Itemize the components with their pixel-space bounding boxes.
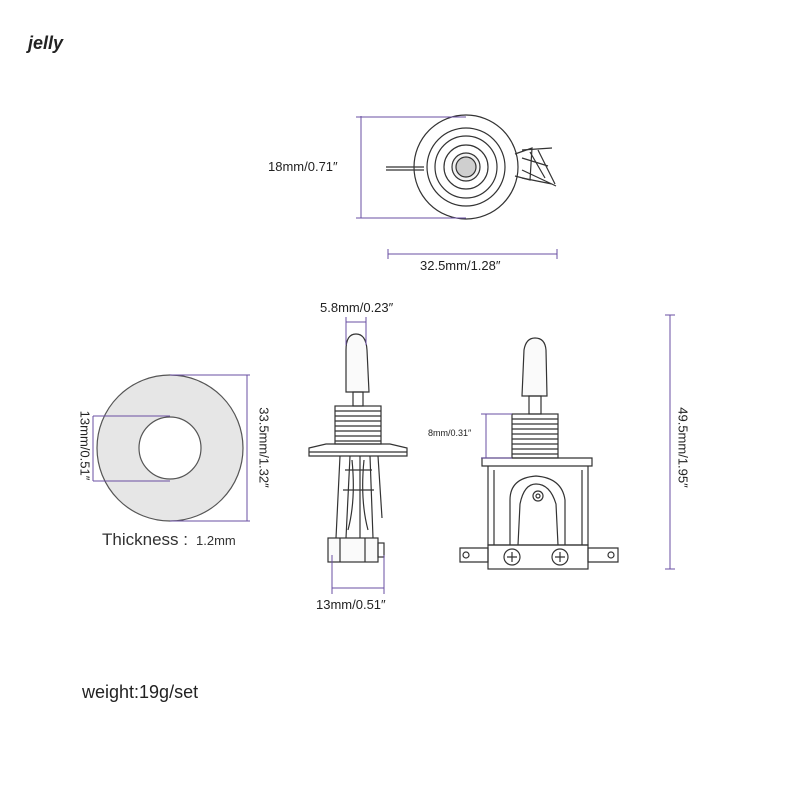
bushing-dimension <box>481 413 512 459</box>
weight-label: weight:19g/set <box>82 682 199 702</box>
ring-width-dimension <box>387 249 558 259</box>
total-height-dimension <box>665 314 675 570</box>
lever-width-dimension <box>345 317 367 345</box>
thickness-value: 1.2mm <box>196 533 236 548</box>
total-height-label: 49.5mm/1.95″ <box>675 407 691 488</box>
washer <box>96 374 244 522</box>
brand-logo-text: jelly <box>28 33 64 53</box>
bushing-label: 8mm/0.31″ <box>428 428 472 438</box>
ring-height-label: 18mm/0.71″ <box>268 159 338 174</box>
ring-width-label: 32.5mm/1.28″ <box>420 258 501 273</box>
lever-width-label: 5.8mm/0.23″ <box>320 300 394 315</box>
washer-outer-dimension <box>170 374 250 522</box>
side-view-switch <box>308 333 408 563</box>
tip-length-dimension <box>331 555 385 594</box>
front-view-switch <box>459 337 619 570</box>
washer-outer-label: 33.5mm/1.32″ <box>256 407 272 488</box>
washer-inner-dimension <box>92 415 170 482</box>
ring-height-dimension <box>356 116 466 219</box>
top-view-switch <box>386 114 557 220</box>
washer-inner-label: 13mm/0.51″ <box>77 410 93 481</box>
tip-length-label: 13mm/0.51″ <box>316 597 386 612</box>
thickness-label: Thickness : <box>102 530 188 549</box>
